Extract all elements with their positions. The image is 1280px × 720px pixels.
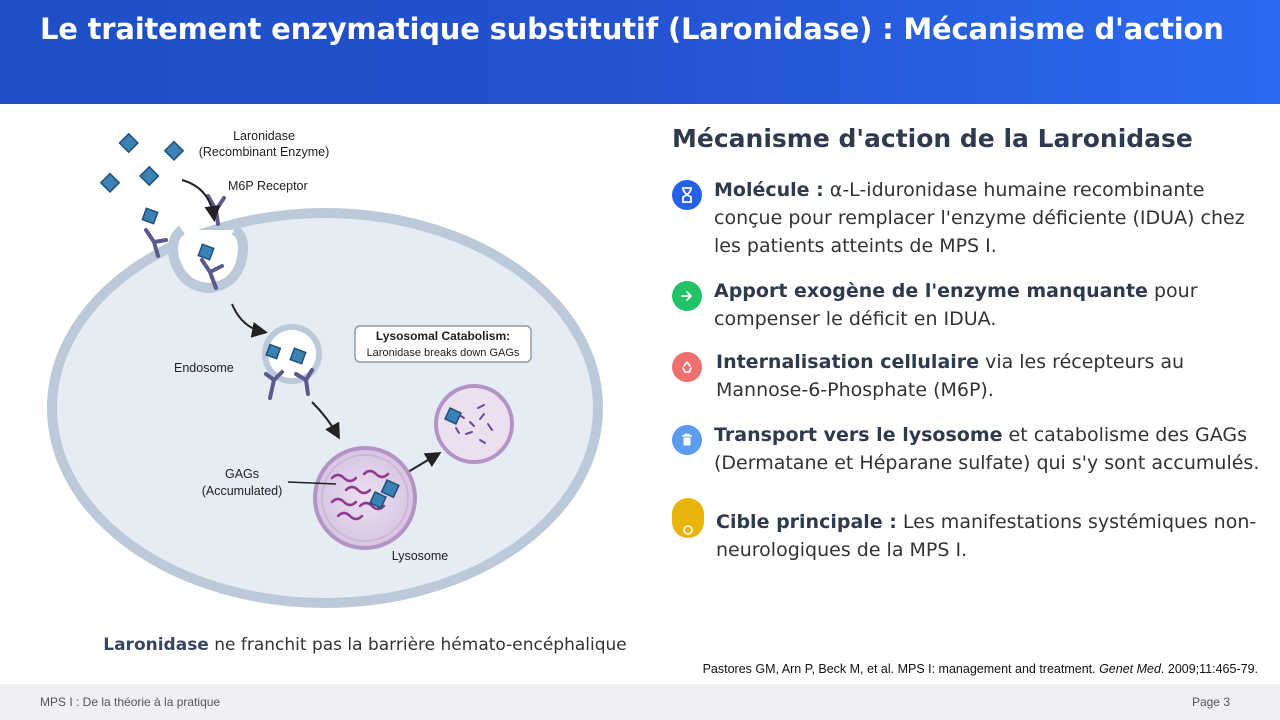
dna-icon [672, 180, 702, 210]
item-text: via les récepteurs au Mannose-6-Phosphat… [716, 351, 1185, 401]
footer-title: MPS I : De la théorie à la pratique [40, 695, 221, 709]
endosome [262, 324, 322, 400]
label-enzyme-sub: (Recombinant Enzyme) [199, 145, 330, 159]
free-enzymes [99, 132, 185, 193]
label-gags: GAGs [225, 467, 259, 481]
recycle-icon [672, 352, 702, 382]
citation-text: Pastores GM, Arn P, Beck M, et al. MPS I… [702, 662, 1100, 676]
trash-icon [672, 425, 702, 455]
diagram-caption: Laronidase ne franchit pas la barrière h… [0, 635, 730, 655]
target-icon [672, 498, 704, 538]
callout-title: Lysosomal Catabolism: [376, 329, 510, 343]
slide-header: Le traitement enzymatique substitutif (L… [0, 0, 1280, 104]
caption-rest: ne franchit pas la barrière hémato-encép… [208, 635, 627, 655]
lysosome [313, 446, 417, 550]
item-bold: Apport exogène de l'enzyme manquante [714, 280, 1148, 302]
page-number: Page 3 [1191, 695, 1230, 709]
label-receptor: M6P Receptor [228, 179, 308, 193]
citation-tail: . 2009;11:465-79. [1160, 662, 1258, 676]
caption-bold: Laronidase [103, 635, 209, 655]
reference-citation: Pastores GM, Arn P, Beck M, et al. MPS I… [703, 662, 1258, 676]
slide-title: Le traitement enzymatique substitutif (L… [40, 12, 1224, 46]
catabolism-callout [354, 325, 532, 363]
item-text: α-L-iduronidase humaine recombinante con… [714, 179, 1245, 257]
item-bold: Cible principale : [716, 511, 897, 533]
item-bold: Transport vers le lysosome [714, 424, 1003, 446]
panel-title: Mécanisme d'action de la Laronidase [672, 124, 1193, 153]
mechanism-diagram: Laronidase (Recombinant Enzyme) M6P Rece… [42, 118, 608, 618]
item-bold: Internalisation cellulaire [716, 351, 980, 373]
label-lysosome: Lysosome [392, 549, 449, 563]
item-bold: Molécule : [714, 179, 824, 201]
citation-journal: Genet Med [1099, 662, 1161, 676]
item-text: et catabolisme des GAGs (Dermatane et Hé… [714, 424, 1260, 474]
slide-footer: MPS I : De la théorie à la pratique Page… [0, 684, 1280, 720]
lysosome-degraded [434, 384, 514, 464]
callout-text: Laronidase breaks down GAGs [367, 347, 520, 359]
label-enzyme: Laronidase [233, 129, 295, 143]
label-endosome: Endosome [174, 361, 234, 375]
cell-membrane [47, 208, 603, 608]
item-text: pour compenser le déficit en IDUA. [714, 280, 1198, 330]
label-gags-sub: (Accumulated) [202, 484, 283, 498]
arrow-right-icon [672, 281, 702, 311]
item-text: Les manifestations systémiques non-neuro… [716, 511, 1257, 561]
